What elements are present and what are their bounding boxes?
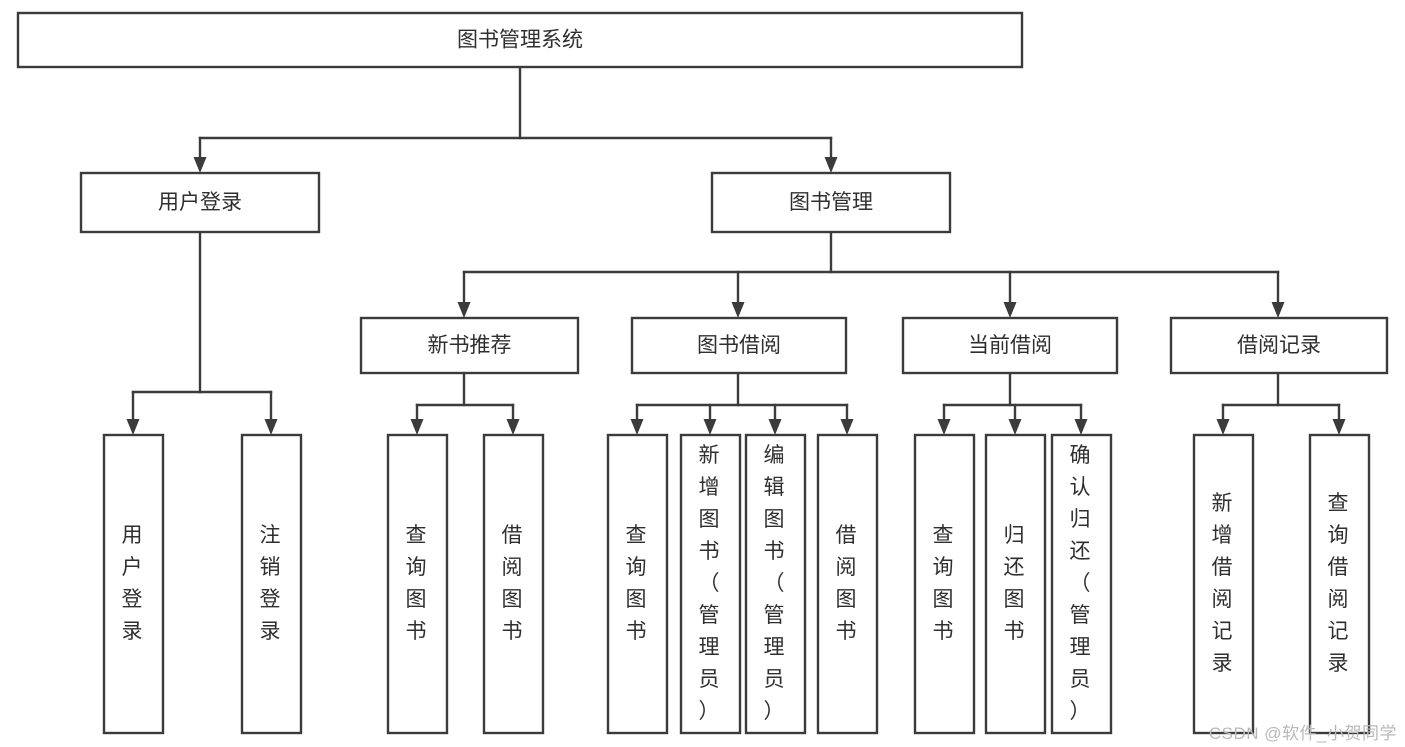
node-box[interactable] — [16, 11, 1024, 69]
node-borrow-records[interactable]: 借阅记录 — [1169, 316, 1389, 375]
node-label: 编辑图书（管理员） — [764, 444, 788, 723]
node-new-book-recommend[interactable]: 新书推荐 — [359, 316, 580, 375]
arrow-head-icon — [1074, 419, 1088, 435]
node-leaf-edit-book-admin[interactable]: 编辑图书（管理员） — [744, 433, 807, 735]
node-box[interactable] — [984, 433, 1047, 735]
node-box[interactable] — [710, 171, 952, 234]
connector-edge-borrowrecords-group — [1216, 371, 1346, 435]
node-box[interactable] — [359, 316, 580, 375]
node-label: 用户登录 — [122, 524, 146, 643]
node-label: 借阅图书 — [502, 524, 526, 643]
node-leaf-borrow-book-2[interactable]: 借阅图书 — [816, 433, 879, 735]
node-label: 新增借阅记录 — [1212, 492, 1236, 675]
node-box[interactable] — [1192, 433, 1255, 735]
node-leaf-confirm-return-admin[interactable]: 确认归还（管理员） — [1050, 433, 1113, 735]
node-label: 新书推荐 — [428, 334, 512, 357]
node-label: 确认归还（管理员） — [1070, 444, 1094, 723]
node-label: 查询图书 — [933, 524, 957, 643]
connector-edge-root-group — [193, 65, 838, 173]
arrow-head-icon — [768, 419, 782, 435]
node-box[interactable] — [913, 433, 976, 735]
arrow-head-icon — [457, 302, 471, 318]
node-box[interactable] — [816, 433, 879, 735]
node-box[interactable] — [482, 433, 545, 735]
node-box[interactable] — [102, 433, 165, 735]
node-root[interactable]: 图书管理系统 — [16, 11, 1024, 69]
arrow-head-icon — [824, 157, 838, 173]
arrow-head-icon — [264, 419, 278, 435]
arrow-head-icon — [1216, 419, 1230, 435]
connector-edge-userlogin-group — [126, 230, 278, 435]
node-label: 图书借阅 — [697, 334, 781, 357]
node-box[interactable] — [1169, 316, 1389, 375]
node-user-login[interactable]: 用户登录 — [79, 171, 321, 234]
node-box[interactable] — [901, 316, 1119, 375]
node-label: 图书管理 — [789, 191, 873, 214]
node-label: 用户登录 — [158, 191, 242, 214]
arrow-head-icon — [410, 419, 424, 435]
node-label: 归还图书 — [1004, 524, 1028, 643]
arrow-head-icon — [703, 419, 717, 435]
node-book-management[interactable]: 图书管理 — [710, 171, 952, 234]
node-label: 借阅记录 — [1237, 334, 1321, 357]
connector-edge-currentborrow-group — [937, 371, 1088, 435]
node-leaf-user-login[interactable]: 用户登录 — [102, 433, 165, 735]
node-box[interactable] — [744, 433, 807, 735]
arrow-head-icon — [1332, 419, 1346, 435]
node-book-borrow[interactable]: 图书借阅 — [630, 316, 848, 375]
node-box[interactable] — [386, 433, 449, 735]
arrow-head-icon — [630, 419, 644, 435]
connector-edge-bookmgmt-group — [457, 230, 1285, 318]
node-label: 查询图书 — [406, 524, 430, 643]
node-box[interactable] — [240, 433, 303, 735]
node-leaf-logout[interactable]: 注销登录 — [240, 433, 303, 735]
arrow-head-icon — [731, 302, 745, 318]
node-box[interactable] — [1050, 433, 1113, 735]
arrow-head-icon — [506, 419, 520, 435]
arrow-head-icon — [126, 419, 140, 435]
node-label: 查询图书 — [626, 524, 650, 643]
node-leaf-return-book[interactable]: 归还图书 — [984, 433, 1047, 735]
arrow-head-icon — [1271, 302, 1285, 318]
node-leaf-query-borrow-record[interactable]: 查询借阅记录 — [1308, 433, 1371, 735]
arrow-head-icon — [937, 419, 951, 435]
connector-edge-bookborrow-group — [630, 371, 854, 435]
node-leaf-query-book-2[interactable]: 查询图书 — [606, 433, 669, 735]
node-box[interactable] — [606, 433, 669, 735]
node-label: 查询借阅记录 — [1328, 492, 1352, 675]
arrow-head-icon — [1003, 302, 1017, 318]
node-box[interactable] — [1308, 433, 1371, 735]
node-box[interactable] — [679, 433, 742, 735]
connector-edge-newbook-group — [410, 371, 520, 435]
node-leaf-add-borrow-record[interactable]: 新增借阅记录 — [1192, 433, 1255, 735]
arrow-head-icon — [1008, 419, 1022, 435]
node-current-borrow[interactable]: 当前借阅 — [901, 316, 1119, 375]
arrow-head-icon — [840, 419, 854, 435]
node-leaf-add-book-admin[interactable]: 新增图书（管理员） — [679, 433, 742, 735]
node-label: 当前借阅 — [968, 334, 1052, 357]
node-box[interactable] — [630, 316, 848, 375]
node-box[interactable] — [79, 171, 321, 234]
node-label: 新增图书（管理员） — [699, 444, 723, 723]
node-leaf-borrow-book-1[interactable]: 借阅图书 — [482, 433, 545, 735]
node-leaf-query-book-3[interactable]: 查询图书 — [913, 433, 976, 735]
connectors-layer — [126, 65, 1346, 435]
node-leaf-query-book-1[interactable]: 查询图书 — [386, 433, 449, 735]
node-label: 借阅图书 — [836, 524, 860, 643]
nodes-layer: 图书管理系统用户登录图书管理新书推荐图书借阅当前借阅借阅记录用户登录注销登录查询… — [16, 11, 1389, 735]
node-label: 图书管理系统 — [457, 29, 583, 52]
node-label: 注销登录 — [260, 524, 284, 643]
arrow-head-icon — [193, 157, 207, 173]
